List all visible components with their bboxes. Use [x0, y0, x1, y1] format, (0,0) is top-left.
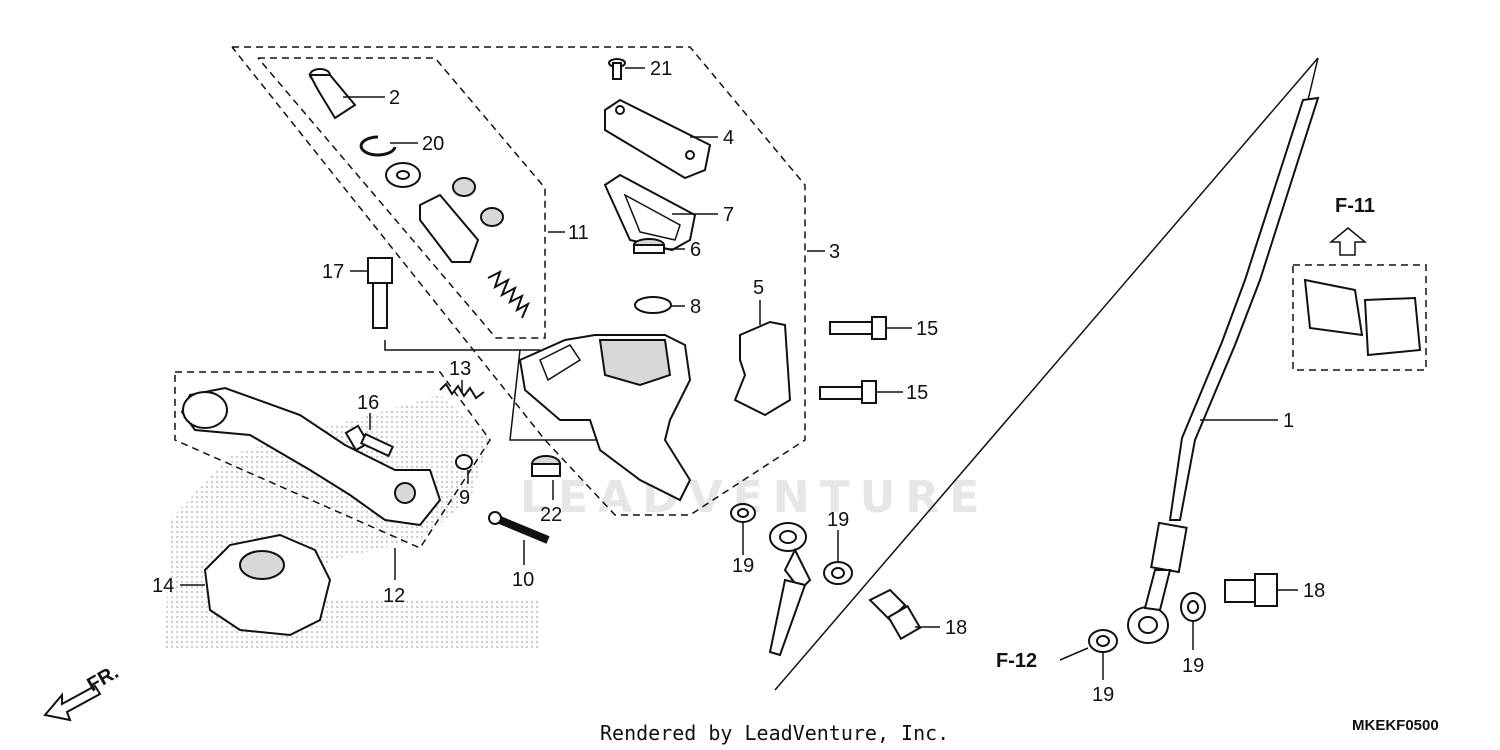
- part-washer-19c[interactable]: [1088, 629, 1118, 653]
- part-master-cylinder-body[interactable]: [518, 334, 692, 502]
- callout-15a[interactable]: 15: [916, 318, 938, 340]
- callout-17[interactable]: 17: [322, 261, 344, 283]
- callout-7[interactable]: 7: [723, 204, 734, 226]
- callout-20[interactable]: 20: [422, 133, 444, 155]
- assembly-12-boundary: [174, 371, 491, 549]
- part-piston[interactable]: [419, 193, 480, 263]
- callout-19c[interactable]: 19: [1092, 684, 1114, 706]
- callout-19a[interactable]: 19: [732, 555, 754, 577]
- part-washer[interactable]: [385, 162, 421, 188]
- ref-f12[interactable]: F-12: [996, 650, 1037, 672]
- part-washer-19b[interactable]: [823, 561, 853, 585]
- footer-diagram-code: MKEKF0500: [1352, 717, 1439, 734]
- assembly-3-boundary: [231, 46, 806, 516]
- assembly-17-bracket: [384, 340, 540, 351]
- part-spring-13[interactable]: [439, 382, 485, 400]
- callout-2[interactable]: 2: [389, 87, 400, 109]
- ref-f11[interactable]: F-11: [1335, 195, 1375, 217]
- part-f11-clips[interactable]: [1303, 278, 1422, 357]
- part-pin-10[interactable]: [488, 511, 550, 544]
- callout-13[interactable]: 13: [449, 358, 471, 380]
- part-washer-19d[interactable]: [1180, 592, 1206, 622]
- callout-10[interactable]: 10: [512, 569, 534, 591]
- hose-guide-line-a: [774, 57, 1319, 691]
- callout-5[interactable]: 5: [753, 277, 764, 299]
- part-bolt-16[interactable]: [344, 424, 395, 458]
- callout-14[interactable]: 14: [152, 575, 174, 597]
- callout-22[interactable]: 22: [540, 504, 562, 526]
- part-screw-21[interactable]: [608, 58, 626, 80]
- part-washer-19a[interactable]: [730, 503, 756, 523]
- part-spring[interactable]: [487, 270, 531, 319]
- callout-9[interactable]: 9: [459, 487, 470, 509]
- hose-guide-line-b: [1307, 57, 1319, 101]
- assembly-master-bracket: [509, 349, 600, 441]
- callout-3[interactable]: 3: [829, 241, 840, 263]
- arrow-up-icon: [1328, 227, 1368, 256]
- part-lever-cover-14[interactable]: [203, 533, 332, 637]
- callout-21[interactable]: 21: [650, 58, 672, 80]
- callout-15b[interactable]: 15: [906, 382, 928, 404]
- part-bolt-15a[interactable]: [829, 316, 887, 340]
- part-bolt-15b[interactable]: [819, 380, 877, 404]
- callout-19b[interactable]: 19: [827, 509, 849, 531]
- part-nut-9[interactable]: [455, 454, 473, 470]
- part-holder-5[interactable]: [733, 320, 792, 417]
- front-direction-icon: [43, 684, 102, 722]
- part-banjo-bolt-18b[interactable]: [1224, 573, 1278, 607]
- callout-12[interactable]: 12: [383, 585, 405, 607]
- callout-6[interactable]: 6: [690, 239, 701, 261]
- part-banjo-fitting-left[interactable]: [768, 522, 812, 657]
- f11-boundary: [1292, 264, 1427, 371]
- callout-labels: 2 20 21 4 7 11 3 6 17 5 8 15 13 15 16 1 …: [152, 58, 1325, 706]
- part-diaphragm-7[interactable]: [603, 173, 697, 252]
- part-brake-lever-12[interactable]: [180, 386, 442, 527]
- callout-11[interactable]: 11: [568, 222, 589, 244]
- part-snap-ring-20[interactable]: [359, 135, 397, 157]
- part-nut-22[interactable]: [531, 455, 561, 477]
- part-plate-6[interactable]: [633, 238, 665, 254]
- callout-19d[interactable]: 19: [1182, 655, 1204, 677]
- part-pivot-bolt-17[interactable]: [367, 257, 393, 329]
- callout-8[interactable]: 8: [690, 296, 701, 318]
- part-piston-cups[interactable]: [452, 177, 504, 227]
- callout-4[interactable]: 4: [723, 127, 734, 149]
- assembly-11-boundary: [257, 57, 546, 339]
- part-boot-2[interactable]: [308, 68, 357, 120]
- part-circlip-8[interactable]: [634, 296, 672, 314]
- part-reservoir-cap-4[interactable]: [604, 98, 712, 180]
- footer-rendered-by: Rendered by LeadVenture, Inc.: [600, 721, 949, 745]
- callout-18b[interactable]: 18: [1303, 580, 1325, 602]
- callout-16[interactable]: 16: [357, 392, 379, 414]
- callout-1[interactable]: 1: [1283, 410, 1294, 432]
- part-brake-hose-1[interactable]: [1127, 96, 1320, 644]
- part-banjo-bolt-18a[interactable]: [868, 588, 922, 641]
- callout-18a[interactable]: 18: [945, 617, 967, 639]
- leader-lines: [180, 67, 1298, 680]
